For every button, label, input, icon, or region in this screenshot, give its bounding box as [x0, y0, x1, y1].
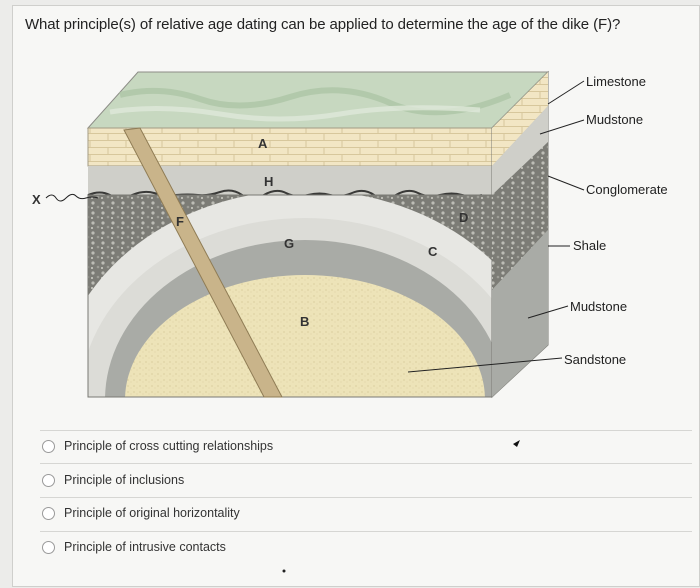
letter-a: A: [258, 136, 268, 151]
divider: [40, 463, 692, 464]
label-limestone: Limestone: [586, 74, 646, 89]
option-label: Principle of original horizontality: [64, 506, 240, 520]
letter-b: B: [300, 314, 309, 329]
radio-button[interactable]: [42, 506, 55, 520]
radio-button[interactable]: [42, 540, 55, 554]
divider: [40, 430, 692, 431]
top-surface: [86, 71, 550, 129]
mouse-cursor-icon: [513, 440, 520, 447]
dike-f: [123, 127, 283, 398]
label-conglomerate: Conglomerate: [586, 182, 668, 197]
option-label: Principle of intrusive contacts: [64, 540, 226, 554]
option-original-horizontality[interactable]: Principle of original horizontality: [42, 501, 240, 525]
radio-button[interactable]: [42, 439, 55, 453]
option-cross-cutting[interactable]: Principle of cross cutting relationships: [42, 434, 273, 458]
letter-g: G: [284, 236, 294, 251]
option-inclusions[interactable]: Principle of inclusions: [42, 468, 184, 492]
label-mudstone-upper: Mudstone: [586, 112, 643, 127]
radio-button[interactable]: [42, 473, 55, 487]
letter-h: H: [264, 174, 273, 189]
letter-f: F: [176, 214, 184, 229]
option-intrusive-contacts[interactable]: Principle of intrusive contacts: [42, 535, 226, 559]
label-shale: Shale: [573, 238, 606, 253]
question-text: What principle(s) of relative age dating…: [25, 16, 621, 33]
letter-x: X: [32, 192, 41, 207]
divider: [40, 497, 692, 498]
label-mudstone-lower: Mudstone: [570, 299, 627, 314]
divider: [40, 531, 692, 532]
label-sandstone: Sandstone: [564, 352, 626, 367]
option-label: Principle of cross cutting relationships: [64, 439, 274, 453]
letter-d: D: [459, 210, 468, 225]
option-label: Principle of inclusions: [64, 473, 185, 487]
letter-c: C: [428, 244, 438, 259]
